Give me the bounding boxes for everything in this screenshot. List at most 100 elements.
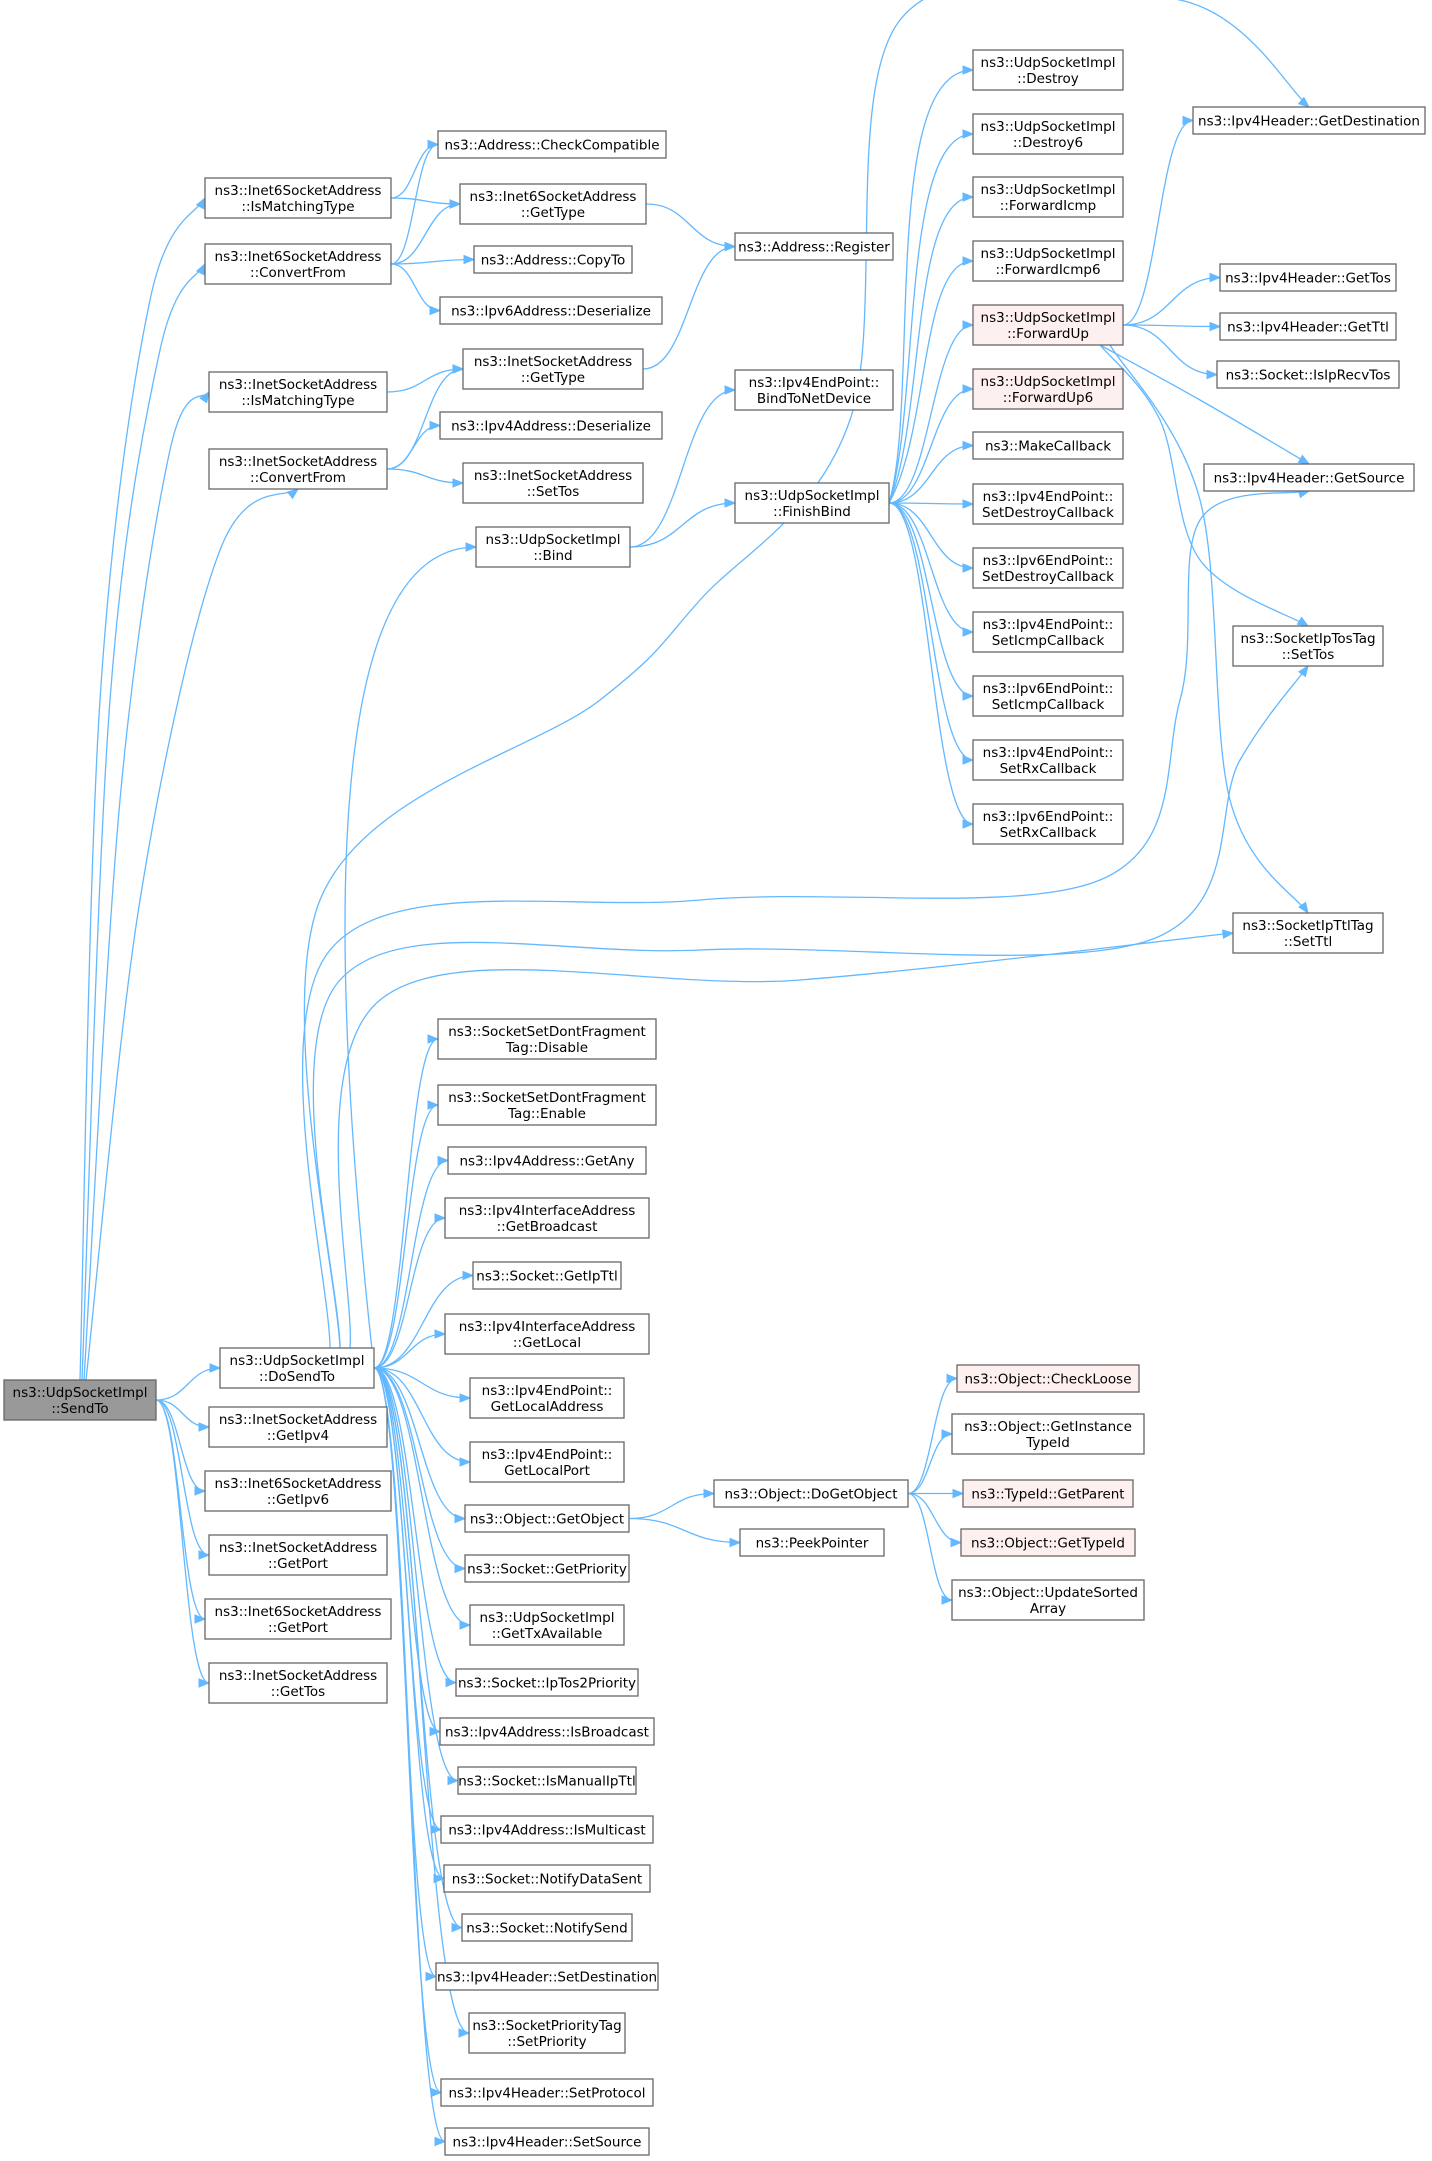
node-box[interactable] [972, 611, 1124, 653]
node-udp_fwdicmp6[interactable]: ns3::UdpSocketImpl::ForwardIcmp6 [972, 240, 1124, 282]
node-box[interactable] [468, 2012, 626, 2054]
node-box[interactable] [219, 1347, 375, 1389]
node-ttltag_setttl[interactable]: ns3::SocketIpTtlTag::SetTtl [1232, 912, 1384, 954]
node-ipv4h_getttl[interactable]: ns3::Ipv4Header::GetTtl [1219, 312, 1397, 341]
node-box[interactable] [1219, 312, 1397, 341]
node-sendto[interactable]: ns3::UdpSocketImpl::SendTo [3, 1379, 157, 1421]
node-box[interactable] [462, 348, 644, 390]
node-box[interactable] [972, 240, 1124, 282]
node-ipv4h_gettos[interactable]: ns3::Ipv4Header::GetTos [1219, 263, 1397, 292]
node-ipv4h_setdest[interactable]: ns3::Ipv4Header::SetDestination [435, 1962, 659, 1991]
node-box[interactable] [204, 177, 392, 219]
node-box[interactable] [208, 1534, 388, 1576]
node-box[interactable] [473, 245, 633, 274]
node-makecallback[interactable]: ns3::MakeCallback [972, 431, 1124, 460]
node-udp_gettxavail[interactable]: ns3::UdpSocketImpl::GetTxAvailable [469, 1604, 625, 1646]
node-ipv4addr_getany[interactable]: ns3::Ipv4Address::GetAny [447, 1146, 647, 1175]
node-box[interactable] [972, 113, 1124, 155]
node-ipv4h_getdest[interactable]: ns3::Ipv4Header::GetDestination [1192, 106, 1426, 135]
node-box[interactable] [464, 1504, 630, 1533]
node-sock_notifysent[interactable]: ns3::Socket::NotifyDataSent [443, 1864, 651, 1893]
node-ifaddr_getlocal[interactable]: ns3::Ipv4InterfaceAddress::GetLocal [444, 1313, 650, 1355]
node-sock_isiprecvtos[interactable]: ns3::Socket::IsIpRecvTos [1216, 360, 1400, 389]
node-box[interactable] [962, 1479, 1134, 1508]
node-obj_checkloose[interactable]: ns3::Object::CheckLoose [956, 1364, 1140, 1393]
node-i6_ismatching[interactable]: ns3::Inet6SocketAddress::IsMatchingType [204, 177, 392, 219]
node-i4_convertfrom[interactable]: ns3::InetSocketAddress::ConvertFrom [208, 448, 388, 490]
node-box[interactable] [464, 1554, 630, 1583]
node-box[interactable] [437, 1084, 657, 1126]
node-box[interactable] [455, 1668, 639, 1697]
node-obj_getobject[interactable]: ns3::Object::GetObject [464, 1504, 630, 1533]
node-obj_gettypeid[interactable]: ns3::Object::GetTypeId [960, 1528, 1136, 1557]
node-sock_ismanualttl[interactable]: ns3::Socket::IsManualIpTtl [457, 1766, 637, 1795]
node-i6_getipv6[interactable]: ns3::Inet6SocketAddress::GetIpv6 [204, 1470, 392, 1512]
node-box[interactable] [734, 232, 894, 261]
node-box[interactable] [461, 1913, 633, 1942]
node-ep4_getlocaladdr[interactable]: ns3::Ipv4EndPoint::GetLocalAddress [469, 1377, 625, 1419]
node-box[interactable] [713, 1479, 909, 1508]
node-i6_gettype[interactable]: ns3::Inet6SocketAddress::GetType [459, 183, 647, 225]
node-box[interactable] [444, 1313, 650, 1355]
node-box[interactable] [440, 1815, 654, 1844]
node-box[interactable] [439, 1717, 655, 1746]
node-ipv4h_getsource[interactable]: ns3::Ipv4Header::GetSource [1203, 463, 1415, 492]
node-box[interactable] [440, 2078, 654, 2107]
node-box[interactable] [972, 49, 1124, 91]
node-box[interactable] [208, 448, 388, 490]
node-box[interactable] [956, 1364, 1140, 1393]
node-box[interactable] [444, 2127, 650, 2156]
node-udp_fwdicmp[interactable]: ns3::UdpSocketImpl::ForwardIcmp [972, 176, 1124, 218]
node-box[interactable] [447, 1146, 647, 1175]
node-udp_bind[interactable]: ns3::UdpSocketImpl::Bind [475, 526, 631, 568]
node-box[interactable] [472, 1261, 622, 1290]
node-ep4_bindnetdev[interactable]: ns3::Ipv4EndPoint::BindToNetDevice [734, 369, 894, 411]
node-box[interactable] [208, 1406, 388, 1448]
node-addr_copyto[interactable]: ns3::Address::CopyTo [473, 245, 633, 274]
node-box[interactable] [459, 183, 647, 225]
node-i4_gettos[interactable]: ns3::InetSocketAddress::GetTos [208, 1662, 388, 1704]
node-udp_finishbind[interactable]: ns3::UdpSocketImpl::FinishBind [734, 482, 890, 524]
node-ifaddr_getbcast[interactable]: ns3::Ipv4InterfaceAddress::GetBroadcast [444, 1197, 650, 1239]
node-i4_gettype[interactable]: ns3::InetSocketAddress::GetType [462, 348, 644, 390]
node-ep4_seticmp[interactable]: ns3::Ipv4EndPoint::SetIcmpCallback [972, 611, 1124, 653]
node-sock_getipttl[interactable]: ns3::Socket::GetIpTtl [472, 1261, 622, 1290]
node-box[interactable] [439, 296, 663, 325]
node-ep6_setrx[interactable]: ns3::Ipv6EndPoint::SetRxCallback [972, 803, 1124, 845]
node-box[interactable] [439, 411, 663, 440]
node-ipv4h_setproto[interactable]: ns3::Ipv4Header::SetProtocol [440, 2078, 654, 2107]
node-box[interactable] [204, 1598, 392, 1640]
node-box[interactable] [1232, 625, 1384, 667]
node-box[interactable] [972, 739, 1124, 781]
node-box[interactable] [960, 1528, 1136, 1557]
node-ep4_setdestroy[interactable]: ns3::Ipv4EndPoint::SetDestroyCallback [972, 483, 1124, 525]
node-peekpointer[interactable]: ns3::PeekPointer [739, 1528, 885, 1557]
node-box[interactable] [972, 431, 1124, 460]
node-i4_ismatching[interactable]: ns3::InetSocketAddress::IsMatchingType [208, 371, 388, 413]
node-udp_fwdup6[interactable]: ns3::UdpSocketImpl::ForwardUp6 [972, 368, 1124, 410]
node-box[interactable] [437, 1018, 657, 1060]
node-box[interactable] [457, 1766, 637, 1795]
node-ep6_setdestroy[interactable]: ns3::Ipv6EndPoint::SetDestroyCallback [972, 547, 1124, 589]
node-box[interactable] [951, 1579, 1145, 1621]
node-box[interactable] [469, 1441, 625, 1483]
node-ep6_seticmp[interactable]: ns3::Ipv6EndPoint::SetIcmpCallback [972, 675, 1124, 717]
node-box[interactable] [972, 483, 1124, 525]
node-i4_getipv4[interactable]: ns3::InetSocketAddress::GetIpv4 [208, 1406, 388, 1448]
node-box[interactable] [739, 1528, 885, 1557]
node-ep4_setrx[interactable]: ns3::Ipv4EndPoint::SetRxCallback [972, 739, 1124, 781]
node-tostag_settos[interactable]: ns3::SocketIpTosTag::SetTos [1232, 625, 1384, 667]
node-ipv4addr_deser[interactable]: ns3::Ipv4Address::Deserialize [439, 411, 663, 440]
node-ipv6addr_deser[interactable]: ns3::Ipv6Address::Deserialize [439, 296, 663, 325]
node-sock_getpriority[interactable]: ns3::Socket::GetPriority [464, 1554, 630, 1583]
node-i4_settos[interactable]: ns3::InetSocketAddress::SetTos [462, 462, 644, 504]
node-box[interactable] [469, 1377, 625, 1419]
node-box[interactable] [1232, 912, 1384, 954]
node-box[interactable] [972, 675, 1124, 717]
node-udp_dosendto[interactable]: ns3::UdpSocketImpl::DoSendTo [219, 1347, 375, 1389]
node-box[interactable] [1216, 360, 1400, 389]
node-tid_getparent[interactable]: ns3::TypeId::GetParent [962, 1479, 1134, 1508]
node-ipv4h_setsource[interactable]: ns3::Ipv4Header::SetSource [444, 2127, 650, 2156]
